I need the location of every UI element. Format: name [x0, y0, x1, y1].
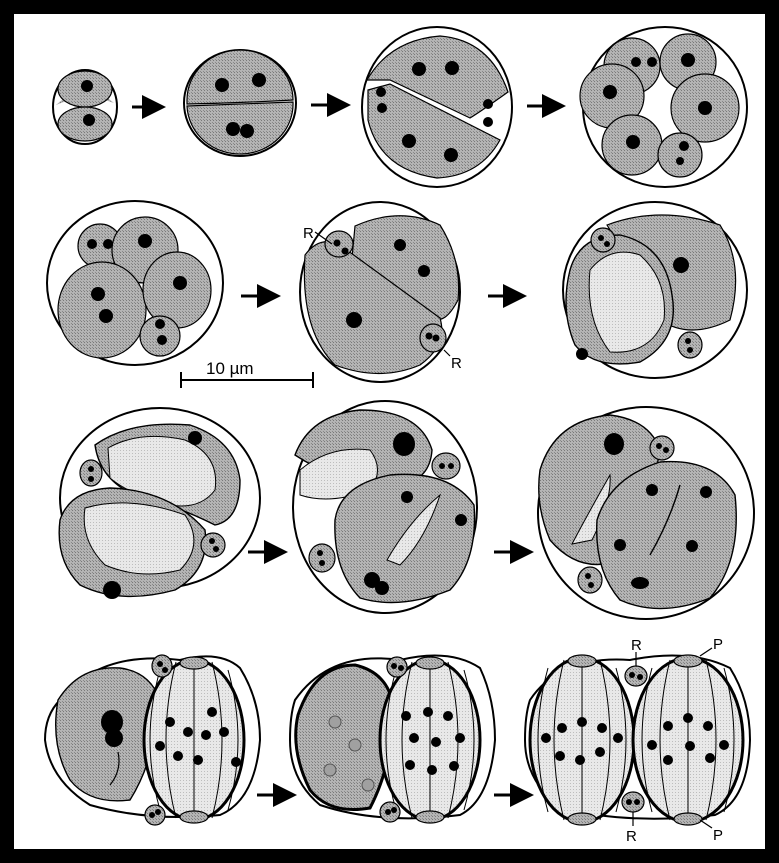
label-p-pore: P [713, 827, 723, 844]
stage-3 [362, 27, 512, 187]
nucleus [240, 124, 254, 138]
scale-bar-label: 10 µm [206, 359, 254, 378]
stage-13-pollen-pair: R R P P [525, 636, 750, 845]
label-p-pore: P [713, 636, 723, 653]
stage-12 [290, 656, 495, 824]
label-r-residual-body: R [303, 225, 314, 242]
scale-bar: 10 µm [181, 359, 313, 388]
stage-7 [563, 202, 747, 378]
nucleus [81, 80, 93, 92]
stage-1-two-cell [53, 70, 117, 144]
stage-5 [47, 201, 223, 365]
label-r: R [626, 828, 637, 845]
nucleus [83, 114, 95, 126]
pollen-grain [144, 657, 244, 823]
pollen-grain-right [633, 655, 743, 825]
stage-4 [580, 27, 747, 187]
stage-10 [538, 407, 754, 619]
pollen-grain-left [530, 655, 634, 825]
stage-9 [293, 401, 477, 613]
nucleus [226, 122, 240, 136]
pollen-grain [380, 657, 480, 823]
label-r: R [631, 637, 642, 654]
stage-2 [184, 50, 296, 156]
label-r-residual-body: R [451, 355, 462, 372]
nucleus [215, 78, 229, 92]
stage-8 [59, 408, 260, 599]
stage-6: R R [300, 202, 462, 382]
nucleus [252, 73, 266, 87]
stage-11 [45, 655, 260, 825]
